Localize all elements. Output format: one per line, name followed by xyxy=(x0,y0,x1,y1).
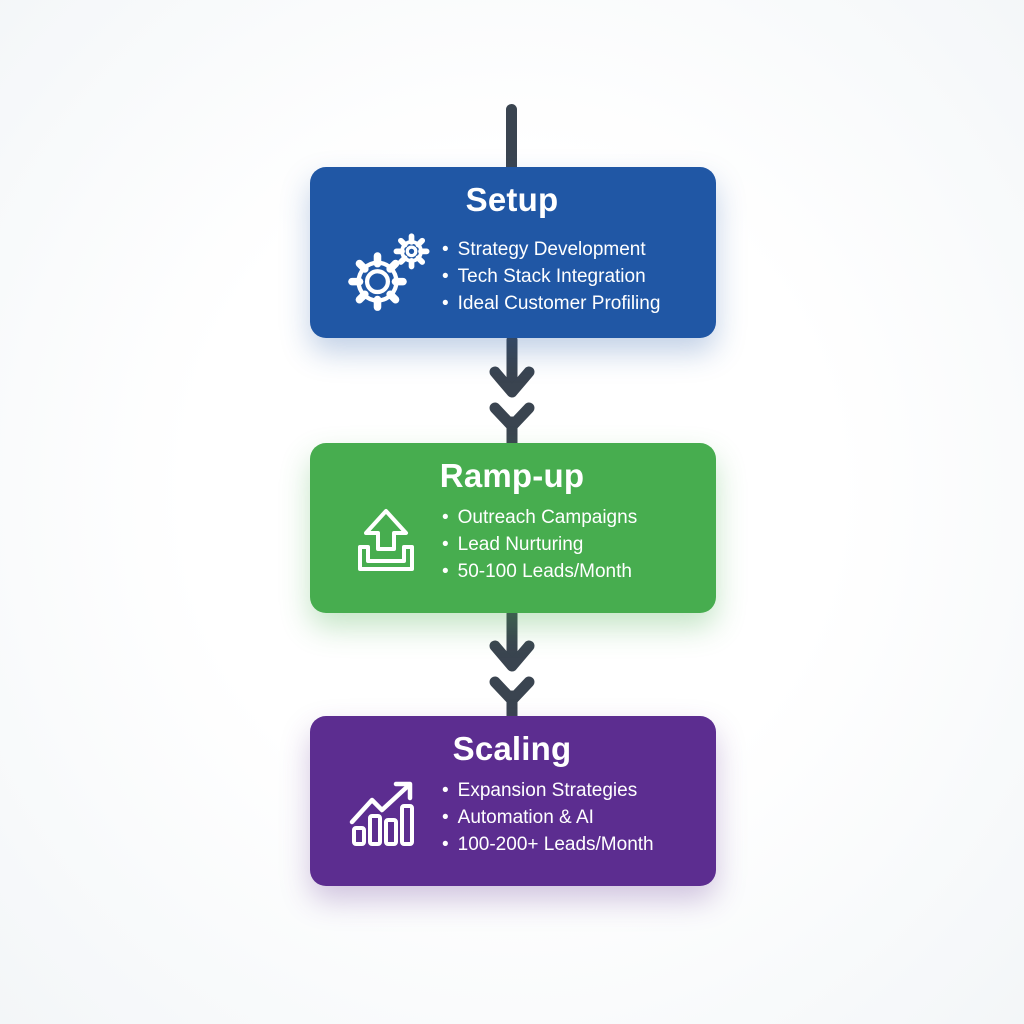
bullet-text: Outreach Campaigns xyxy=(457,506,638,528)
stage-bullet: • 50-100 Leads/Month xyxy=(442,558,694,585)
stage-bullet: • Expansion Strategies xyxy=(442,777,694,804)
stage-bullet: • 100-200+ Leads/Month xyxy=(442,831,694,858)
bullet-dot: • xyxy=(442,560,449,582)
bullet-dot: • xyxy=(442,806,449,828)
stage-card-scaling: Scaling • Expansion Strategies xyxy=(310,716,716,886)
stage-bullet: • Ideal Customer Profiling xyxy=(442,290,694,317)
bullet-text: Automation & AI xyxy=(457,806,594,828)
bullet-text: Strategy Development xyxy=(457,238,646,260)
bullet-text: Tech Stack Integration xyxy=(457,265,646,287)
bullet-text: 50-100 Leads/Month xyxy=(457,560,632,582)
stage-title: Ramp-up xyxy=(439,457,585,494)
bullet-text: Expansion Strategies xyxy=(457,779,638,801)
stage-bullet-list: • Expansion Strategies • Automation & AI… xyxy=(442,777,694,858)
growth-chart-icon xyxy=(349,781,414,846)
bullet-dot: • xyxy=(442,292,449,314)
bullet-dot: • xyxy=(442,533,449,555)
bullet-text: Ideal Customer Profiling xyxy=(457,292,661,314)
flow-arrow-down-1 xyxy=(489,336,535,444)
stage-card-setup: Setup xyxy=(310,167,716,338)
upload-icon xyxy=(358,509,414,571)
bullet-dot: • xyxy=(442,506,449,528)
bullet-dot: • xyxy=(442,238,449,260)
stage-bullet: • Strategy Development xyxy=(442,236,694,263)
stage-bullet-list: • Strategy Development • Tech Stack Inte… xyxy=(442,236,694,317)
stage-bullet: • Automation & AI xyxy=(442,804,694,831)
bullet-text: Lead Nurturing xyxy=(457,533,584,555)
stage-bullet-list: • Outreach Campaigns • Lead Nurturing • … xyxy=(442,504,694,585)
gears-icon xyxy=(348,233,430,311)
bullet-dot: • xyxy=(442,265,449,287)
stage-title: Scaling xyxy=(452,730,572,767)
stage-bullet: • Tech Stack Integration xyxy=(442,263,694,290)
bullet-text: 100-200+ Leads/Month xyxy=(457,833,654,855)
bullet-dot: • xyxy=(442,833,449,855)
stage-bullet: • Lead Nurturing xyxy=(442,531,694,558)
stage-title: Setup xyxy=(465,181,559,218)
stage-bullet: • Outreach Campaigns xyxy=(442,504,694,531)
bullet-dot: • xyxy=(442,779,449,801)
flow-start-line xyxy=(506,104,517,170)
stage-card-ramp-up: Ramp-up • Outreach Campaigns • Lead Nurt… xyxy=(310,443,716,613)
flow-arrow-down-2 xyxy=(489,610,535,718)
